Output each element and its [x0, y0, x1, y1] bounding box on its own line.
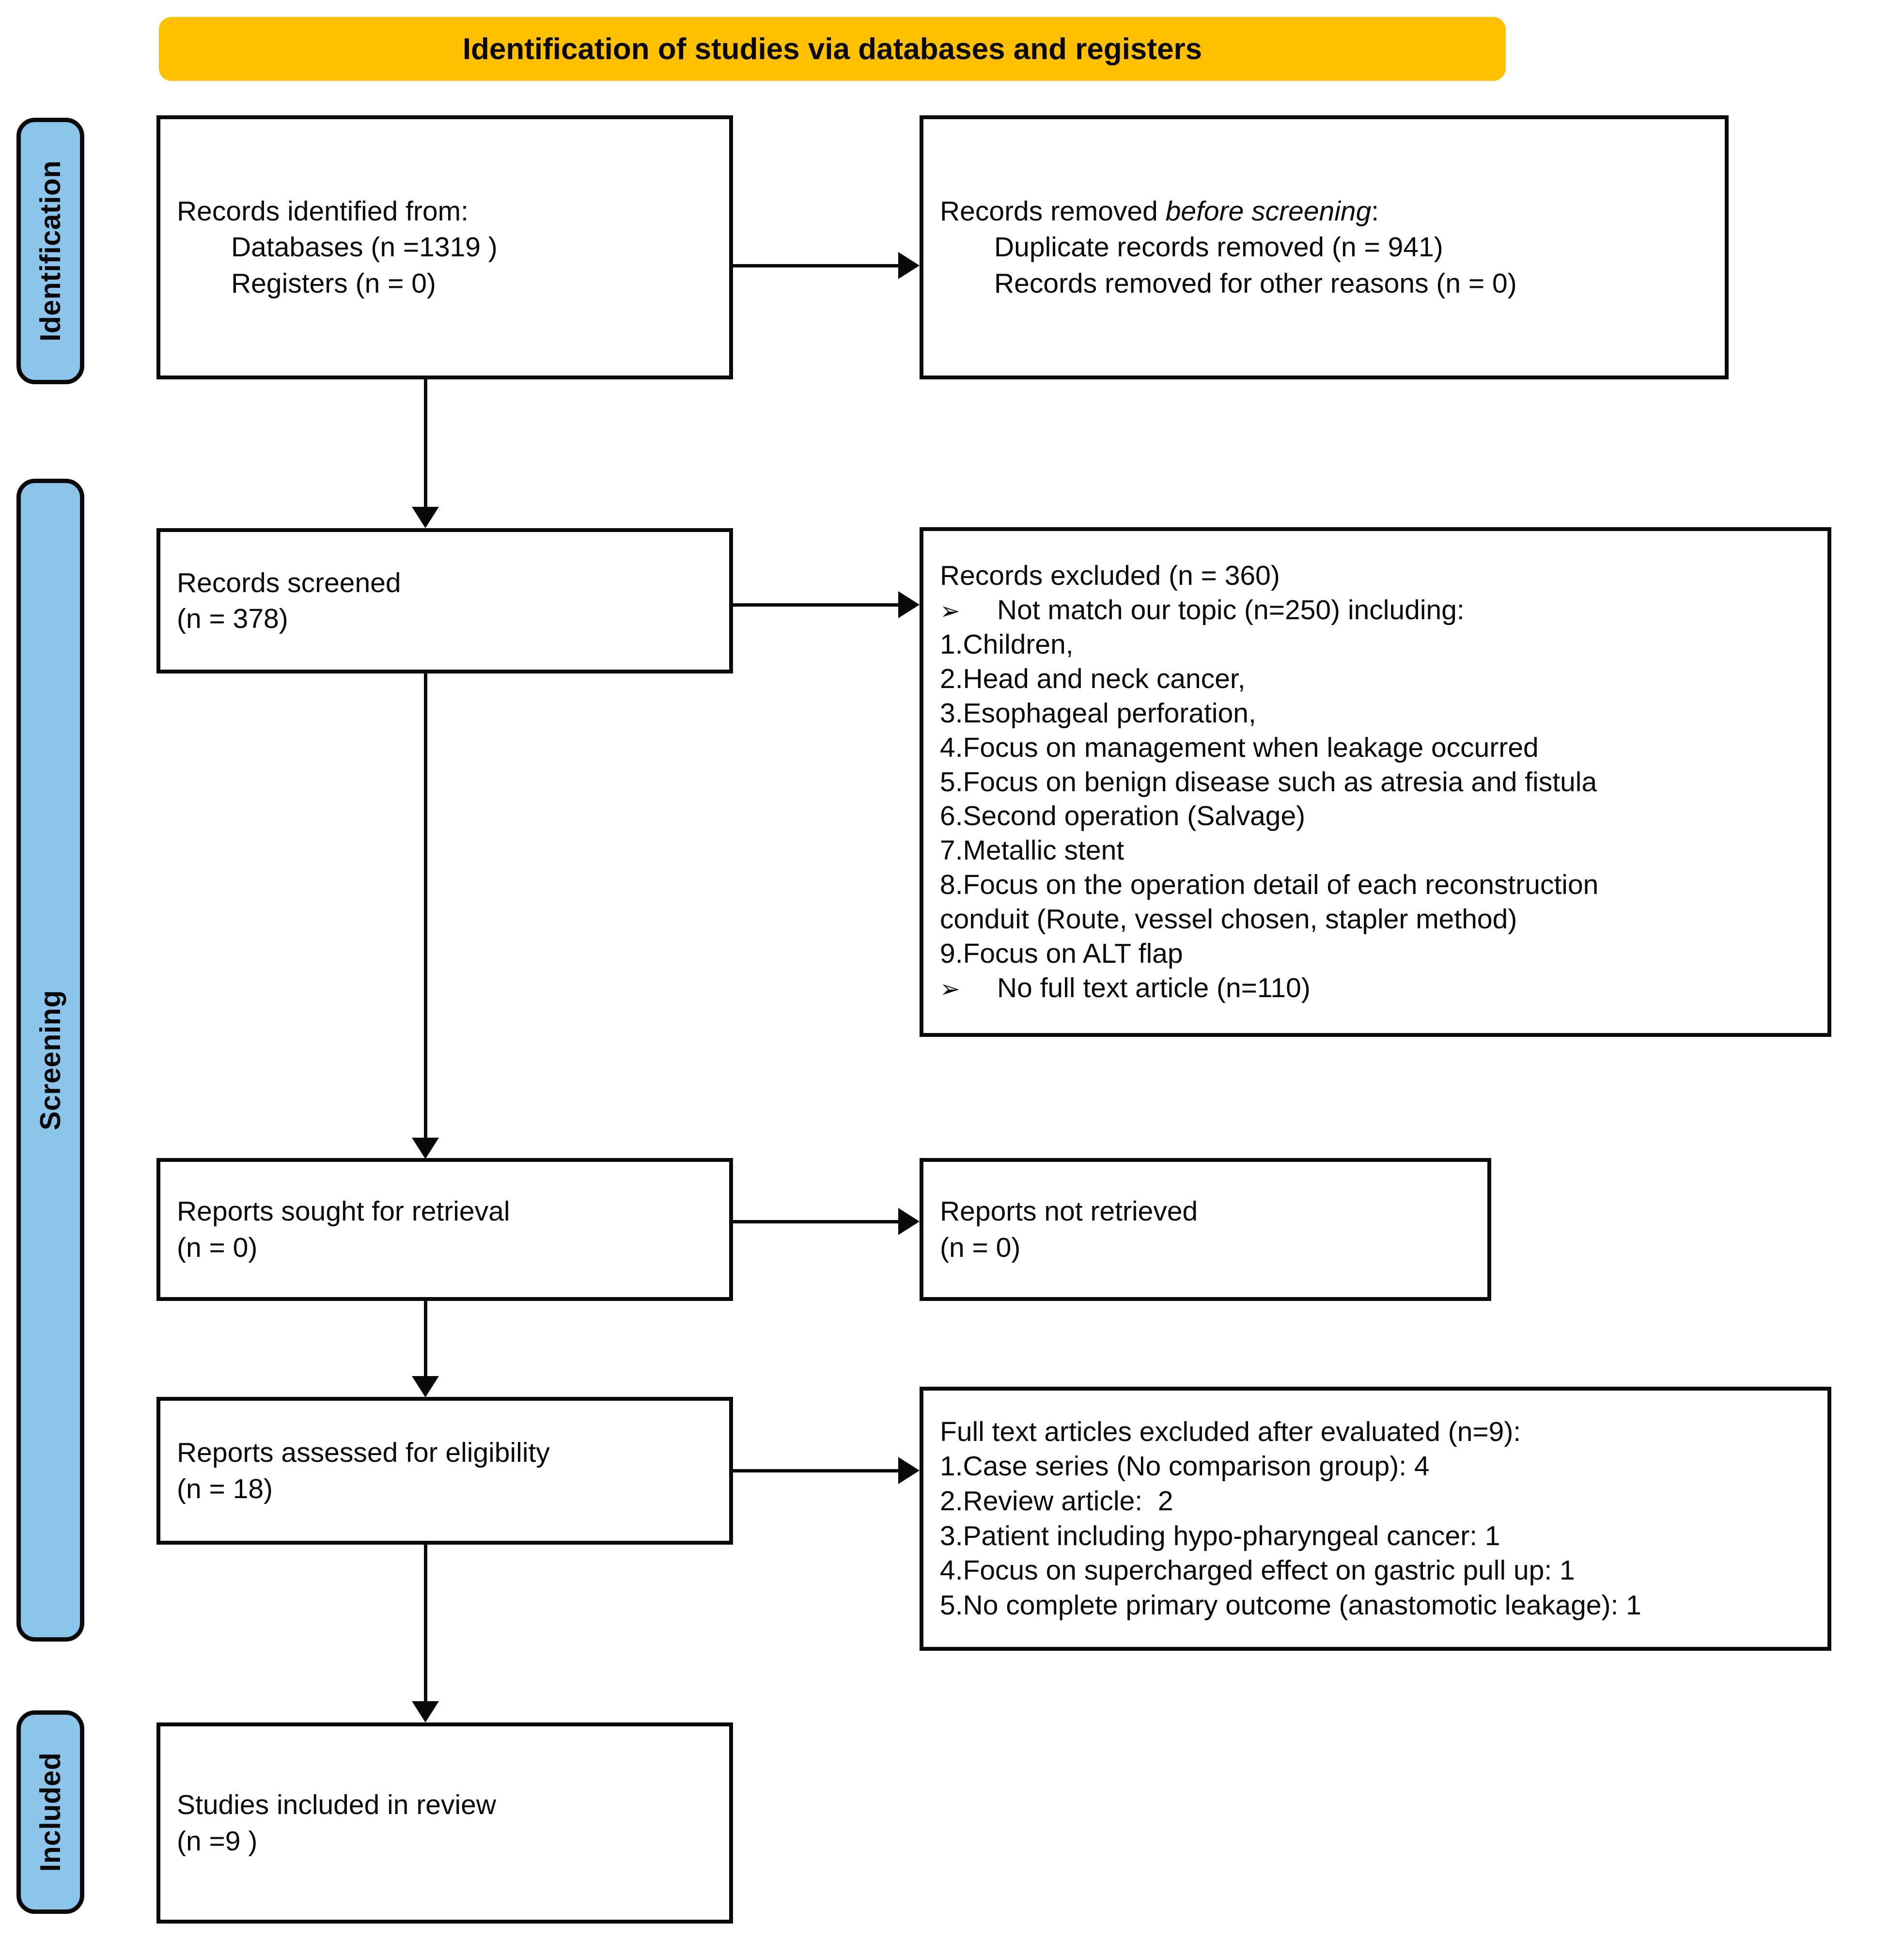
arrow-screened-to-excluded [733, 591, 920, 618]
records-excluded-bullet-2: ➢ No full text article (n=110) [940, 971, 1811, 1005]
records-excluded-reason: 2.Head and neck cancer, [940, 663, 1246, 694]
node-fulltext-excluded: Full text articles excluded after evalua… [920, 1387, 1831, 1651]
phase-band-included: Included [16, 1710, 84, 1914]
records-excluded-bullet-1-text: Not match our topic (n=250) including: [997, 594, 1465, 626]
records-removed-other: Records removed for other reasons (n = 0… [994, 267, 1517, 299]
fulltext-excluded-reason: 5.No complete primary outcome (anastomot… [940, 1589, 1641, 1621]
reports-not-retrieved-count: (n = 0) [940, 1232, 1021, 1263]
records-excluded-title: Records excluded (n = 360) [940, 560, 1280, 591]
records-excluded-bullet-2-text: No full text article (n=110) [997, 972, 1311, 1004]
records-excluded-reason: 7.Metallic stent [940, 835, 1124, 866]
node-records-identified: Records identified from: Databases (n =1… [156, 115, 733, 379]
records-identified-registers: Registers (n = 0) [231, 267, 436, 299]
records-excluded-reason: 6.Second operation (Salvage) [940, 800, 1306, 832]
records-removed-title: Records removed before screening: [940, 193, 1708, 229]
records-identified-databases: Databases (n =1319 ) [231, 232, 498, 263]
phase-label-included: Included [34, 1752, 66, 1872]
arrow-sought-to-not-retrieved [733, 1208, 920, 1235]
reports-assessed-count: (n = 18) [177, 1473, 273, 1504]
arrow-assessed-to-fulltext-excluded [733, 1457, 920, 1484]
node-records-excluded: Records excluded (n = 360) ➢ Not match o… [920, 527, 1831, 1037]
node-records-removed: Records removed before screening: Duplic… [920, 115, 1729, 379]
reports-assessed-title: Reports assessed for eligibility [177, 1437, 550, 1469]
node-studies-included: Studies included in review (n =9 ) [156, 1722, 733, 1924]
arrow-identified-to-screened [412, 379, 439, 528]
records-excluded-reason: 5.Focus on benign disease such as atresi… [940, 766, 1597, 798]
records-screened-count: (n = 378) [177, 603, 288, 634]
banner-title: Identification of studies via databases … [462, 32, 1202, 66]
arrow-identified-to-removed [733, 252, 920, 279]
records-removed-title-tail: : [1371, 196, 1379, 227]
records-identified-title: Records identified from: [177, 196, 468, 227]
records-excluded-reason: 4.Focus on management when leakage occur… [940, 732, 1539, 763]
fulltext-excluded-reason: 1.Case series (No comparison group): 4 [940, 1451, 1430, 1482]
fulltext-excluded-title: Full text articles excluded after evalua… [940, 1416, 1521, 1447]
reports-sought-count: (n = 0) [177, 1232, 258, 1263]
arrow-sought-to-assessed [412, 1301, 439, 1397]
records-removed-title-italic: before screening [1165, 196, 1372, 227]
records-excluded-reason: 8.Focus on the operation detail of each … [940, 869, 1599, 901]
records-removed-title-lead: Records removed [940, 196, 1166, 227]
arrow-screened-to-reports-sought [412, 673, 439, 1159]
fulltext-excluded-reason: 4.Focus on supercharged effect on gastri… [940, 1555, 1575, 1586]
fulltext-excluded-reason: 3.Patient including hypo-pharyngeal canc… [940, 1520, 1500, 1551]
phase-label-identification: Identification [34, 160, 66, 342]
node-reports-not-retrieved: Reports not retrieved (n = 0) [920, 1158, 1491, 1301]
studies-included-count: (n =9 ) [177, 1825, 258, 1857]
arrow-bullet-icon: ➢ [940, 975, 960, 1003]
studies-included-title: Studies included in review [177, 1789, 497, 1821]
records-excluded-reason-cont: conduit (Route, vessel chosen, stapler m… [940, 904, 1517, 935]
reports-not-retrieved-title: Reports not retrieved [940, 1196, 1198, 1227]
records-screened-title: Records screened [177, 567, 401, 598]
node-reports-sought: Reports sought for retrieval (n = 0) [156, 1158, 733, 1301]
records-excluded-reason: 9.Focus on ALT flap [940, 938, 1183, 970]
arrow-bullet-icon: ➢ [940, 597, 960, 625]
arrow-assessed-to-included [412, 1545, 439, 1722]
fulltext-excluded-reason: 2.Review article: 2 [940, 1485, 1173, 1517]
records-excluded-reason: 3.Esophageal perforation, [940, 697, 1256, 729]
phase-label-screening: Screening [34, 990, 66, 1130]
banner-identification-header: Identification of studies via databases … [159, 17, 1506, 81]
node-reports-assessed: Reports assessed for eligibility (n = 18… [156, 1397, 733, 1545]
records-excluded-bullet-1: ➢ Not match our topic (n=250) including: [940, 593, 1811, 627]
records-removed-duplicates: Duplicate records removed (n = 941) [994, 232, 1443, 263]
reports-sought-title: Reports sought for retrieval [177, 1196, 510, 1227]
phase-band-identification: Identification [16, 118, 84, 384]
node-records-screened: Records screened (n = 378) [156, 528, 733, 673]
phase-band-screening: Screening [16, 479, 84, 1642]
records-excluded-reason: 1.Children, [940, 628, 1074, 660]
